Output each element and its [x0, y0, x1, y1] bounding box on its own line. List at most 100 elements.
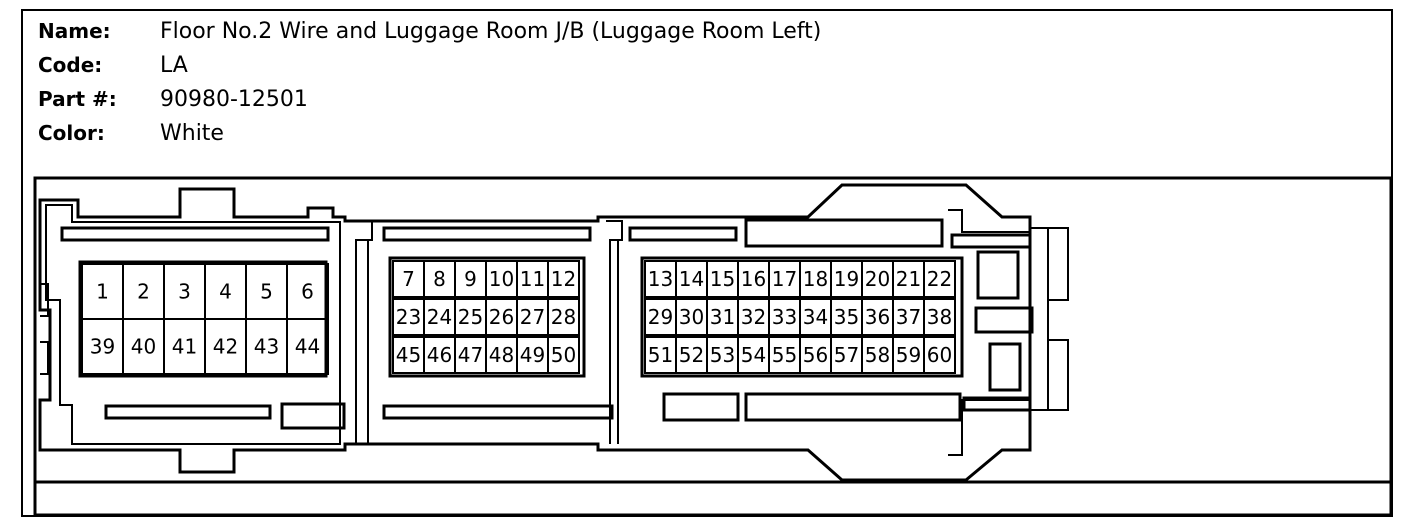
terminal-number: 57: [834, 343, 859, 367]
terminal-number: 25: [458, 305, 483, 329]
terminal-number: 54: [741, 343, 766, 367]
terminal-number: 60: [927, 343, 952, 367]
connector-housing: [38, 183, 1032, 482]
terminal-cavity: [286, 318, 329, 375]
terminal-number: 11: [520, 267, 545, 291]
middle-cavity-block: [388, 256, 586, 378]
terminal-number: 46: [427, 343, 452, 367]
terminal-number: 5: [260, 280, 273, 304]
terminal-number: 16: [741, 267, 766, 291]
color-value: White: [160, 121, 224, 146]
name-label: Name:: [38, 19, 111, 43]
rail-right-side-bottom: [962, 396, 1032, 412]
terminal-number: 56: [803, 343, 828, 367]
terminal-number: 13: [648, 267, 673, 291]
terminal-number: 36: [865, 305, 890, 329]
color-row: Color: White: [38, 118, 821, 152]
terminal-number: 52: [679, 343, 704, 367]
terminal-cavity: [547, 298, 580, 336]
terminal-number: 32: [741, 305, 766, 329]
rail-left-tab: [280, 402, 346, 430]
terminal-cavity: [923, 260, 956, 298]
terminal-number: 18: [803, 267, 828, 291]
terminal-number: 22: [927, 267, 952, 291]
rail-right-top: [628, 226, 738, 242]
terminal-number: 4: [219, 280, 232, 304]
side-block-2: [974, 306, 1034, 334]
connector-info: Name: Floor No.2 Wire and Luggage Room J/…: [38, 16, 821, 152]
terminal-number: 3: [178, 280, 191, 304]
terminal-number: 50: [551, 343, 576, 367]
terminal-number: 15: [710, 267, 735, 291]
side-block-1: [976, 250, 1020, 300]
terminal-number: 14: [679, 267, 704, 291]
terminal-number: 53: [710, 343, 735, 367]
terminal-number: 26: [489, 305, 514, 329]
rail-left-bottom: [104, 404, 272, 420]
terminal-number: 30: [679, 305, 704, 329]
terminal-number: 33: [772, 305, 797, 329]
left-latch: [40, 283, 49, 375]
terminal-number: 12: [551, 267, 576, 291]
terminal-number: 48: [489, 343, 514, 367]
terminal-number: 2: [137, 280, 150, 304]
right-notch: [948, 209, 1030, 456]
terminal-number: 31: [710, 305, 735, 329]
terminal-number: 34: [803, 305, 828, 329]
terminal-cavity: [547, 260, 580, 298]
terminal-number: 38: [927, 305, 952, 329]
terminal-number: 27: [520, 305, 545, 329]
name-value: Floor No.2 Wire and Luggage Room J/B (Lu…: [160, 19, 822, 44]
terminal-number: 43: [254, 335, 279, 359]
terminal-number: 41: [172, 335, 197, 359]
right-cavity-block: [640, 256, 964, 378]
terminal-number: 23: [396, 305, 421, 329]
rail-left-top: [60, 226, 330, 242]
part-label: Part #:: [38, 87, 117, 111]
terminal-number: 35: [834, 305, 859, 329]
terminal-number: 29: [648, 305, 673, 329]
part-value: 90980-12501: [160, 87, 308, 112]
rail-right-side-top: [950, 233, 1032, 249]
terminal-number: 10: [489, 267, 514, 291]
terminal-number: 1: [96, 280, 109, 304]
terminal-number: 28: [551, 305, 576, 329]
terminal-number: 40: [131, 335, 156, 359]
housing-inner-outline: [45, 204, 341, 445]
terminal-number: 21: [896, 267, 921, 291]
drawing-panel: [33, 176, 1393, 517]
code-label: Code:: [38, 53, 103, 77]
rail-right-bottom-slot: [744, 392, 962, 422]
terminal-number: 39: [90, 335, 115, 359]
terminal-number: 55: [772, 343, 797, 367]
terminal-number: 45: [396, 343, 421, 367]
rail-middle-bottom: [382, 404, 614, 420]
code-row: Code: LA: [38, 50, 821, 84]
rail-right-top-slot: [744, 218, 944, 248]
terminal-number: 49: [520, 343, 545, 367]
terminal-number: 37: [896, 305, 921, 329]
terminal-number: 47: [458, 343, 483, 367]
terminal-number: 9: [464, 267, 477, 291]
terminal-number: 51: [648, 343, 673, 367]
code-value: LA: [160, 53, 188, 78]
terminal-number: 17: [772, 267, 797, 291]
terminal-number: 8: [433, 267, 446, 291]
terminal-number: 58: [865, 343, 890, 367]
terminal-cavity: [923, 336, 956, 374]
terminal-cavity: [923, 298, 956, 336]
terminal-number: 44: [295, 335, 320, 359]
terminal-number: 42: [213, 335, 238, 359]
divider-right: [606, 220, 623, 444]
terminal-number: 7: [402, 267, 415, 291]
color-label: Color:: [38, 121, 105, 145]
rail-right-bottom-tab: [662, 392, 740, 422]
divider-left: [345, 220, 373, 444]
terminal-number: 19: [834, 267, 859, 291]
terminal-number: 24: [427, 305, 452, 329]
terminal-cavity: [547, 336, 580, 374]
right-latch: [1030, 227, 1069, 411]
terminal-number: 20: [865, 267, 890, 291]
